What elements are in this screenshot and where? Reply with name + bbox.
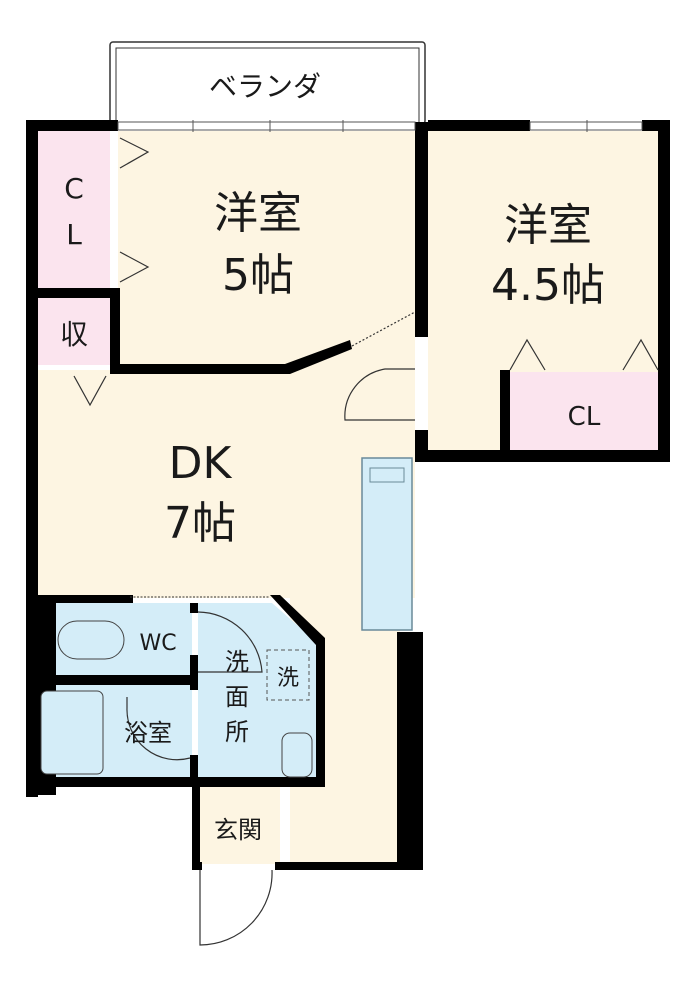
room-western-5 bbox=[118, 131, 415, 371]
washroom-label-2: 面 bbox=[225, 683, 249, 711]
toilet-icon bbox=[57, 620, 125, 660]
windows bbox=[117, 120, 643, 132]
room1-size: 5帖 bbox=[222, 250, 294, 301]
bath-label: 浴室 bbox=[124, 719, 172, 747]
floor-areas bbox=[38, 131, 658, 865]
room1-name: 洋室 bbox=[214, 188, 302, 239]
kitchen-counter bbox=[361, 457, 413, 631]
storage-label: 収 bbox=[60, 318, 88, 351]
bathtub-icon bbox=[40, 690, 104, 775]
balcony-label: ベランダ bbox=[209, 70, 321, 103]
room2-size: 4.5帖 bbox=[491, 260, 605, 311]
storage bbox=[38, 298, 110, 365]
entrance-floor bbox=[200, 787, 280, 864]
sink-icon bbox=[369, 467, 405, 483]
doors bbox=[73, 137, 659, 946]
wash-basin-icon bbox=[281, 732, 313, 778]
entrance-label: 玄関 bbox=[214, 816, 262, 844]
washer-label: 洗 bbox=[277, 666, 299, 691]
closet-right-label: CL bbox=[568, 402, 601, 432]
washroom-label-3: 所 bbox=[225, 718, 249, 746]
room-dk bbox=[38, 370, 415, 598]
wc-label: WC bbox=[139, 631, 176, 656]
closet-left-label-2: L bbox=[66, 218, 82, 251]
closet-right bbox=[510, 372, 658, 450]
washer-space-icon bbox=[266, 649, 310, 701]
closet-left-label-1: C bbox=[64, 172, 84, 205]
washroom-label-1: 洗 bbox=[225, 648, 249, 676]
room2-name: 洋室 bbox=[504, 200, 592, 251]
closet-left bbox=[38, 131, 110, 288]
dk-size: 7帖 bbox=[164, 498, 236, 549]
dk-name: DK bbox=[169, 438, 233, 489]
